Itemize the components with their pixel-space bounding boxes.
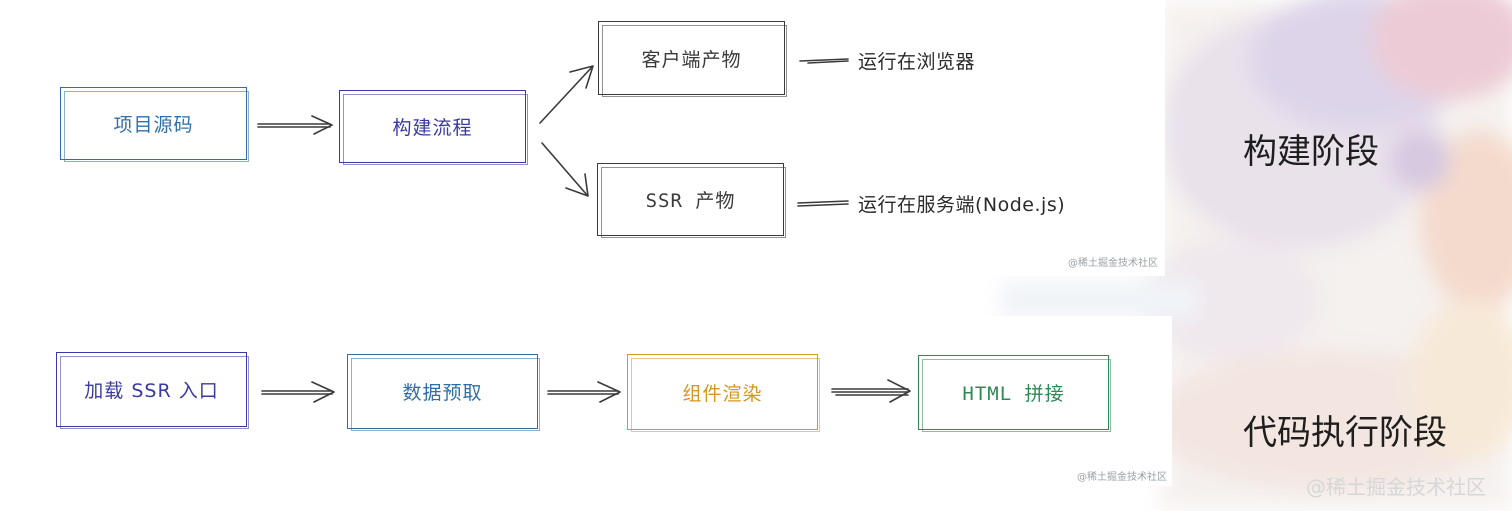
build-stage-panel	[0, 0, 1165, 276]
exec-stage-label: 代码执行阶段	[1243, 413, 1447, 453]
node-html-assemble-label: HTML 拼接	[962, 383, 1065, 405]
node-load-ssr-entry-label: 加载 SSR 入口	[84, 380, 219, 402]
build-stage-label: 构建阶段	[1243, 132, 1379, 172]
node-project-source-label: 项目源码	[113, 114, 194, 136]
node-client-output: 客户端产物	[598, 21, 787, 97]
node-build-process-label: 构建流程	[392, 117, 473, 139]
node-ssr-output: SSR 产物	[597, 163, 786, 238]
panel-watermark-bottom: @稀土掘金技术社区	[1077, 472, 1167, 483]
node-data-prefetch-label: 数据预取	[402, 382, 483, 404]
exec-stage-panel	[0, 316, 1172, 486]
node-load-ssr-entry: 加载 SSR 入口	[56, 352, 249, 429]
node-component-render-label: 组件渲染	[682, 382, 763, 405]
node-html-assemble: HTML 拼接	[918, 355, 1111, 432]
note-server-runtime: 运行在服务端(Node.js)	[858, 194, 1066, 216]
note-client-runtime: 运行在浏览器	[858, 51, 976, 73]
brand-watermark: @稀土掘金技术社区	[1306, 475, 1486, 499]
node-data-prefetch: 数据预取	[347, 354, 540, 431]
node-client-output-label: 客户端产物	[641, 48, 742, 71]
node-build-process: 构建流程	[339, 90, 528, 165]
node-project-source: 项目源码	[60, 87, 249, 162]
node-ssr-output-label: SSR 产物	[645, 190, 736, 212]
panel-watermark-top: @稀土掘金技术社区	[1068, 258, 1158, 269]
node-component-render: 组件渲染	[627, 354, 820, 432]
